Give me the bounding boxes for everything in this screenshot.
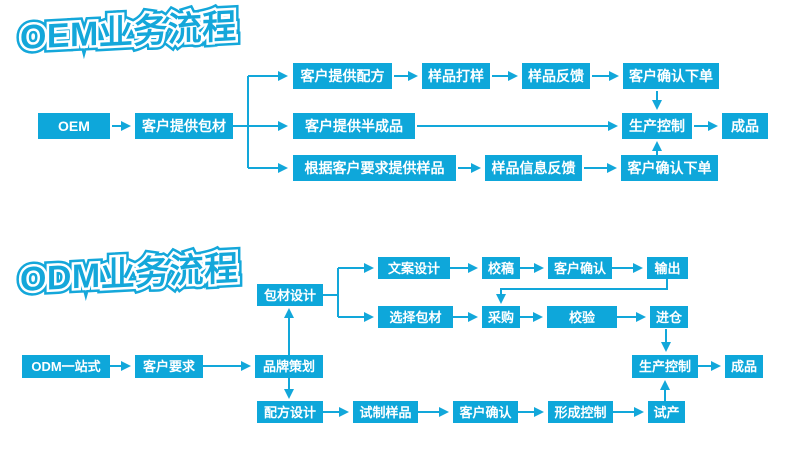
odm-node-customer-confirm-bottom: 客户确认: [453, 401, 518, 423]
odm-node-trial-sample: 试制样品: [353, 401, 418, 423]
odm-section-title: ODM业务流程 ODM业务流程 ODM业务流程: [15, 239, 260, 305]
oem-node-provide-packaging: 客户提供包材: [135, 113, 233, 139]
odm-node-trial-production: 试产: [648, 401, 685, 423]
odm-node-formula-design: 配方设计: [257, 401, 323, 423]
odm-node-select-packaging: 选择包材: [378, 306, 453, 328]
odm-node-production-control: 生产控制: [632, 355, 698, 378]
odm-node-brand-planning: 品牌策划: [255, 355, 323, 378]
oem-node-start: OEM: [38, 113, 110, 139]
odm-node-customer-confirm-top: 客户确认: [548, 257, 612, 279]
odm-node-finished-product: 成品: [725, 355, 763, 378]
odm-node-verification: 校验: [547, 306, 617, 328]
odm-node-form-control: 形成控制: [548, 401, 613, 423]
odm-title-text: ODM业务流程: [20, 249, 239, 300]
odm-node-output: 输出: [647, 257, 688, 279]
odm-node-start: ODM一站式: [22, 355, 110, 378]
oem-node-sample-feedback: 样品反馈: [522, 63, 590, 89]
oem-node-production-control: 生产控制: [622, 113, 692, 139]
oem-node-sample-info-feedback: 样品信息反馈: [485, 155, 582, 181]
oem-node-provide-sample-by-request: 根据客户要求提供样品: [293, 155, 456, 181]
odm-node-purchase: 采购: [482, 306, 520, 328]
oem-node-provide-formula: 客户提供配方: [293, 63, 392, 89]
oem-node-finished-product: 成品: [722, 113, 768, 139]
oem-node-provide-semifinished: 客户提供半成品: [293, 113, 415, 139]
oem-node-confirm-order-top: 客户确认下单: [623, 63, 719, 89]
odm-node-customer-requirements: 客户要求: [135, 355, 203, 378]
oem-node-confirm-order-bottom: 客户确认下单: [621, 155, 718, 181]
odm-node-copy-design: 文案设计: [378, 257, 450, 279]
odm-node-packaging-design: 包材设计: [257, 284, 323, 306]
odm-node-warehouse: 进仓: [650, 306, 688, 328]
oem-node-sample-proofing: 样品打样: [422, 63, 490, 89]
odm-node-proofreading: 校稿: [482, 257, 520, 279]
